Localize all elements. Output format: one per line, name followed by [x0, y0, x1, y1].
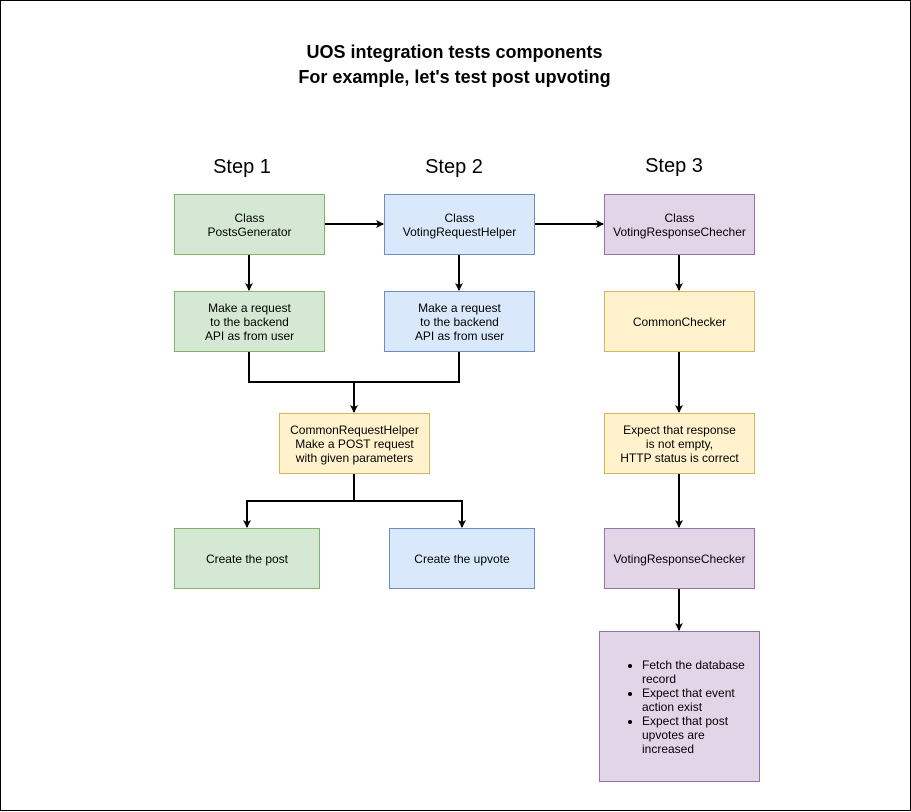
step-1-heading: Step 1 [213, 156, 271, 178]
node-text-line: HTTP status is correct [620, 450, 739, 465]
node-create-upvote: Create the upvote [389, 528, 535, 589]
node-text-line: Create the post [205, 551, 289, 566]
node-text-line: Make a POST request [295, 436, 414, 451]
checks-list-item: Expect that post upvotes are increased [642, 714, 749, 756]
node-text-line: Class [234, 210, 265, 225]
node-text-line: to the backend [420, 314, 499, 329]
node-checks-list: Fetch the database record Expect that ev… [599, 631, 760, 782]
node-text-line: VotingResponseChecker [613, 551, 746, 566]
node-voting-response-checher: Class VotingResponseChecher [604, 194, 755, 255]
node-text-line: API as from user [414, 328, 505, 343]
node-common-checker: CommonChecker [604, 291, 755, 352]
line-request1-to-merge [248, 351, 354, 383]
diagram-title-line-1: UOS integration tests components [306, 42, 603, 62]
node-text-line: VotingResponseChecher [613, 224, 746, 239]
node-text-line: CommonRequestHelper [290, 422, 419, 437]
node-text-line: Create the upvote [414, 551, 510, 566]
arrow-split-to-create-upvote [354, 500, 466, 528]
node-expect-response: Expect that response is not empty, HTTP … [604, 413, 755, 474]
node-text-line: VotingRequestHelper [402, 224, 517, 239]
node-text-line: PostsGenerator [207, 224, 292, 239]
line-request2-to-merge [354, 351, 460, 383]
step-2-heading: Step 2 [425, 156, 483, 178]
node-voting-response-checker: VotingResponseChecker [604, 528, 755, 589]
checks-list-item: Fetch the database record [642, 658, 749, 686]
node-text-line: with given parameters [295, 450, 414, 465]
node-request-step-2: Make a request to the backend API as fro… [384, 291, 535, 352]
node-text-line: Make a request [208, 300, 291, 315]
node-text-line: CommonChecker [632, 314, 727, 329]
checks-list: Fetch the database record Expect that ev… [600, 658, 749, 756]
node-posts-generator: Class PostsGenerator [174, 194, 325, 255]
diagram-title-line-2: For example, let's test post upvoting [298, 67, 611, 87]
arrow-split-to-create-post [243, 500, 354, 528]
checks-list-item: Expect that event action exist [642, 686, 749, 714]
step-3-heading: Step 3 [645, 155, 703, 177]
node-text-line: Make a request [418, 300, 501, 315]
node-voting-request-helper: Class VotingRequestHelper [384, 194, 535, 255]
node-text-line: to the backend [210, 314, 289, 329]
node-create-post: Create the post [174, 528, 320, 589]
node-text-line: Class [444, 210, 475, 225]
node-text-line: is not empty, [645, 436, 714, 451]
node-text-line: Expect that response [623, 422, 736, 437]
node-common-request-helper: CommonRequestHelper Make a POST request … [279, 413, 430, 474]
node-text-line: API as from user [204, 328, 295, 343]
node-text-line: Class [664, 210, 695, 225]
node-request-step-1: Make a request to the backend API as fro… [174, 291, 325, 352]
